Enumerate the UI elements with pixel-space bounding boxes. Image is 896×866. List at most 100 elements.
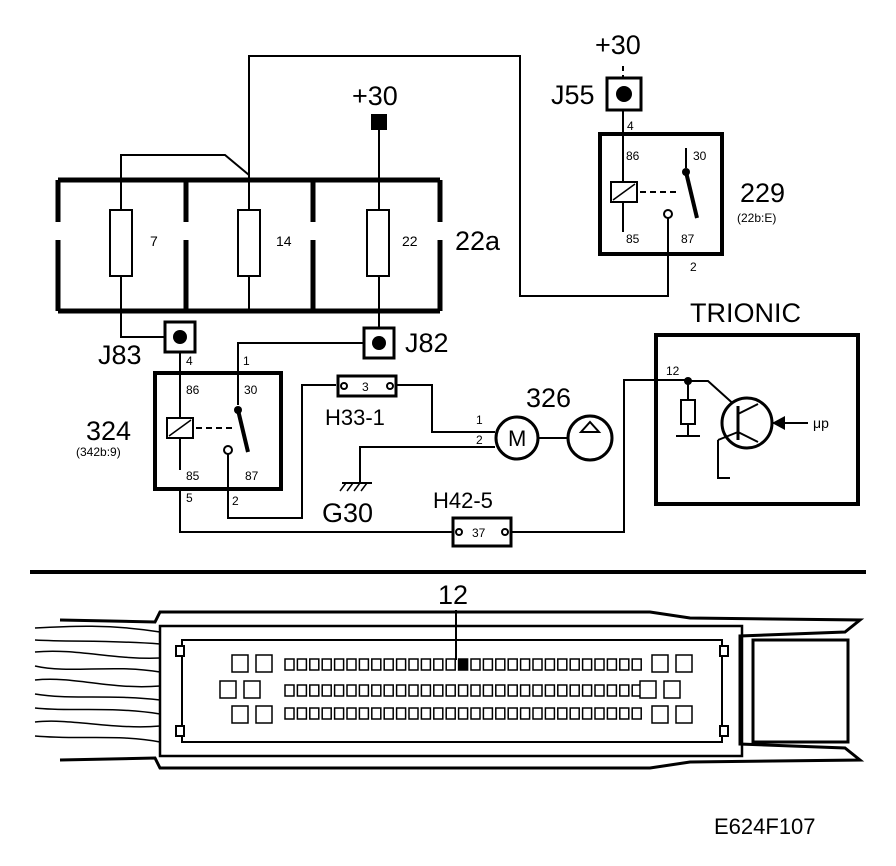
h33-connector: [336, 374, 398, 398]
plug-pin: [569, 707, 580, 720]
relay-229-label: 229: [740, 178, 785, 208]
plug-pin: [581, 684, 593, 697]
plug-pin: [619, 658, 630, 671]
plug-pin: [371, 684, 382, 697]
plug-pin: [296, 658, 308, 671]
plug-power-pin: [663, 680, 681, 699]
plug-pin: [395, 707, 407, 720]
relay-324-wire-bot-left: 5: [186, 491, 193, 505]
ecu-plug-pins: [219, 654, 693, 724]
plug-pin: [346, 707, 357, 720]
plug-pin: [433, 658, 444, 671]
plug-pin: [383, 658, 394, 671]
relay-324-wire-top-left: 4: [186, 354, 193, 368]
plug-pin: [507, 658, 518, 671]
plug-pin: [594, 658, 605, 671]
relay-229-pin-85: 85: [626, 232, 640, 246]
plus30-right-label: +30: [595, 30, 641, 60]
fusebox-label: 22a: [455, 226, 501, 256]
plug-pin: [420, 658, 432, 671]
plug-pin: [408, 658, 419, 671]
fuse-22: [366, 209, 390, 277]
plug-power-pin: [243, 680, 261, 699]
plug-pin: [594, 684, 605, 697]
plug-pin: [433, 684, 444, 697]
relay-324-ref: (342b:9): [76, 445, 121, 459]
plug-pin: [581, 658, 593, 671]
relay-324-pin-85: 85: [186, 469, 200, 483]
ecu-plug-drawing: [34, 610, 865, 770]
plug-pin: [445, 658, 456, 671]
relay-229-wire-in: 4: [627, 119, 634, 133]
plug-pin: [519, 658, 531, 671]
plug-pin: [470, 707, 481, 720]
plug-pin: [284, 707, 295, 720]
plug-pin: [296, 684, 308, 697]
trionic-mp-label: μp: [813, 415, 829, 431]
plug-pin: [606, 684, 618, 697]
plug-pin: [457, 707, 469, 720]
relay-229-wire-out: 2: [690, 260, 697, 274]
plug-pin: [495, 658, 506, 671]
ground-icon: [339, 482, 372, 492]
motor-symbol: M: [508, 426, 526, 451]
relay-229-pin-86: 86: [626, 149, 640, 163]
plug-pin: [296, 707, 308, 720]
plug-pin: [333, 658, 345, 671]
plug-pin: [284, 658, 295, 671]
figure-id: E624F107: [714, 814, 816, 839]
plug-pin: [557, 658, 568, 671]
plug-pin: [321, 707, 332, 720]
plug-power-pin: [231, 705, 249, 724]
plug-power-pin: [219, 680, 237, 699]
plug-pin: [445, 684, 456, 697]
j55-label: J55: [551, 80, 595, 110]
plug-pin: [309, 684, 320, 697]
trionic-box: [654, 333, 860, 506]
plug-power-pin: [651, 705, 669, 724]
plug-pin-12: [457, 658, 469, 671]
plug-pin: [470, 658, 481, 671]
fuse-22-label: 22: [402, 233, 418, 249]
relay-229-pin-30: 30: [693, 149, 707, 163]
plug-power-pin: [675, 654, 693, 673]
plug-pin: [581, 707, 593, 720]
trionic-transistor: [720, 396, 774, 450]
plug-pin: [358, 707, 370, 720]
plug-pin: [346, 658, 357, 671]
plug-pin: [420, 684, 432, 697]
plug-pin: [408, 707, 419, 720]
plug-pin: [358, 684, 370, 697]
plug-pin: [408, 684, 419, 697]
plug-pin: [606, 707, 618, 720]
plug-pin: [631, 707, 642, 720]
plug-pin: [532, 658, 543, 671]
plug-pin: [507, 684, 518, 697]
plug-pin: [544, 658, 556, 671]
trionic-pin: 12: [666, 364, 680, 378]
j83-label: J83: [98, 340, 142, 370]
plug-pin: [544, 707, 556, 720]
plug-pin: [309, 658, 320, 671]
fuse-7-label: 7: [150, 233, 158, 249]
plug-pin: [507, 707, 518, 720]
plug-pin: [544, 684, 556, 697]
plug-pin: [321, 658, 332, 671]
relay-324-pin-86: 86: [186, 383, 200, 397]
plus30-left-label: +30: [352, 81, 398, 111]
pump-motor: [494, 415, 540, 461]
plus30-terminal-left: [371, 114, 387, 130]
plug-pin: [358, 658, 370, 671]
plug-pin: [532, 707, 543, 720]
plug-power-pin: [675, 705, 693, 724]
h33-label: H33-1: [325, 405, 385, 430]
trionic-resistor: [680, 399, 696, 425]
plug-power-pin: [231, 654, 249, 673]
plug-power-pin: [651, 654, 669, 673]
plug-pin: [482, 684, 494, 697]
g30-label: G30: [322, 498, 373, 528]
fuse-7: [109, 209, 133, 277]
j82-label: J82: [405, 328, 449, 358]
plug-pin: [557, 684, 568, 697]
plug-pin: [594, 707, 605, 720]
